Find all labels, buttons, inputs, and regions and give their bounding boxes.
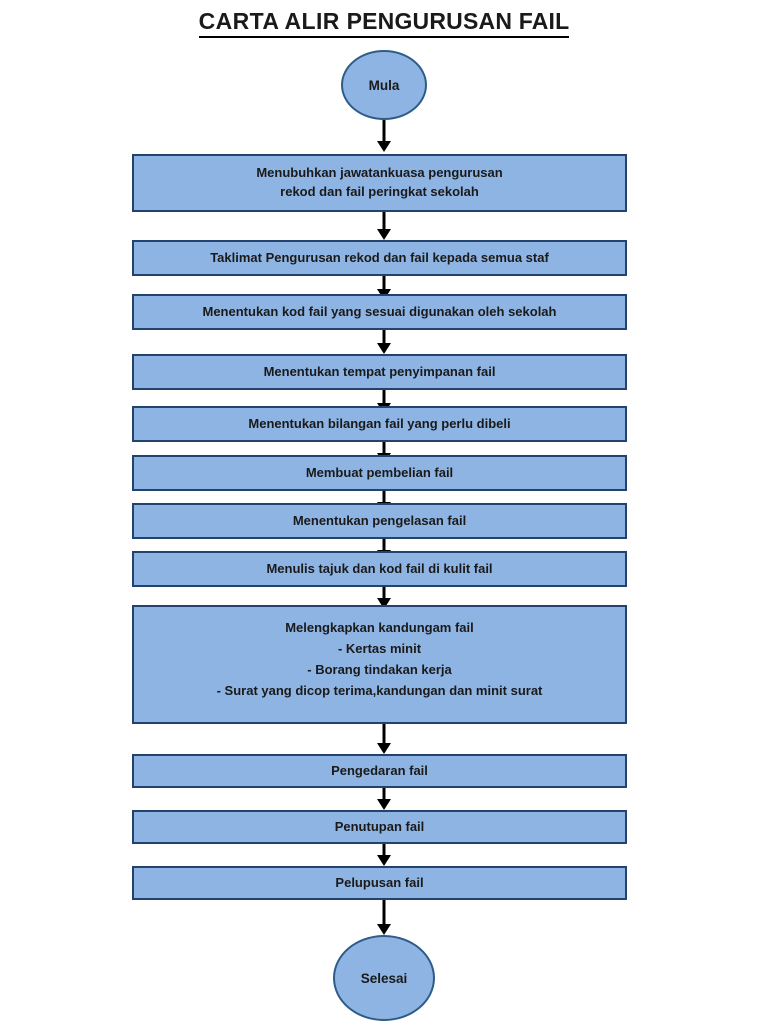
page-title-part1: CARTA ALIR — [198, 8, 347, 34]
process-box-11-line-1: Penutupan fail — [334, 818, 425, 834]
process-box-12-line-1: Pelupusan fail — [335, 874, 424, 890]
arrow-shaft — [382, 330, 386, 343]
connector-arrow-11 — [376, 788, 392, 810]
arrow-shaft — [382, 539, 386, 550]
page-title-underline: CARTA ALIR PENGURUSAN FAIL — [198, 8, 570, 38]
process-box-2[interactable]: Taklimat Pengurusan rekod dan fail kepad… — [132, 240, 627, 276]
process-box-9-line-1: Melengkapkan kandungam fail — [285, 620, 474, 635]
arrow-shaft — [382, 844, 386, 855]
arrow-head — [377, 799, 391, 810]
process-box-3-line-1: Menentukan kod fail yang sesuai digunaka… — [202, 303, 557, 319]
process-box-1-line-2: rekod dan fail peringkat sekolah — [280, 184, 479, 199]
page-title-part2: PENGURUSAN FAIL — [346, 8, 570, 34]
connector-arrow-4 — [376, 330, 392, 354]
node-start-mula[interactable]: Mula — [341, 50, 427, 120]
connector-arrow-10 — [376, 724, 392, 754]
arrow-shaft — [382, 587, 386, 598]
arrow-head — [377, 343, 391, 354]
arrow-head — [377, 598, 391, 609]
arrow-shaft — [382, 724, 386, 743]
process-box-9-line-2: - Kertas minit — [337, 641, 422, 657]
connector-arrow-13 — [376, 900, 392, 935]
process-box-6[interactable]: Membuat pembelian fail — [132, 455, 627, 491]
process-box-12[interactable]: Pelupusan fail — [132, 866, 627, 900]
arrow-shaft — [382, 442, 386, 453]
process-box-8[interactable]: Menulis tajuk dan kod fail di kulit fail — [132, 551, 627, 587]
arrow-shaft — [382, 788, 386, 799]
process-box-1-line-1: Menubuhkan jawatankuasa pengurusan — [256, 165, 503, 181]
arrow-shaft — [382, 212, 386, 229]
process-box-8-line-1: Menulis tajuk dan kod fail di kulit fail — [266, 560, 493, 576]
arrow-shaft — [382, 390, 386, 403]
process-box-5-line-1: Menentukan bilangan fail yang perlu dibe… — [248, 415, 511, 431]
node-end-label: Selesai — [360, 970, 408, 986]
process-box-2-line-1: Taklimat Pengurusan rekod dan fail kepad… — [210, 249, 549, 265]
process-box-4-line-1: Menentukan tempat penyimpanan fail — [263, 363, 496, 379]
process-box-3[interactable]: Menentukan kod fail yang sesuai digunaka… — [132, 294, 627, 330]
arrow-head — [377, 924, 391, 935]
process-box-5[interactable]: Menentukan bilangan fail yang perlu dibe… — [132, 406, 627, 442]
connector-arrow-9 — [376, 587, 392, 609]
process-box-1[interactable]: Menubuhkan jawatankuasa pengurusan rekod… — [132, 154, 627, 212]
process-box-10[interactable]: Pengedaran fail — [132, 754, 627, 788]
process-box-6-line-1: Membuat pembelian fail — [305, 464, 454, 480]
connector-arrow-1 — [376, 120, 392, 152]
arrow-head — [377, 743, 391, 754]
page-title: CARTA ALIR PENGURUSAN FAIL — [0, 8, 768, 38]
process-box-7[interactable]: Menentukan pengelasan fail — [132, 503, 627, 539]
arrow-shaft — [382, 276, 386, 289]
connector-arrow-2 — [376, 212, 392, 240]
process-box-9-line-4: - Surat yang dicop terima,kandungan dan … — [216, 683, 543, 699]
node-end-selesai[interactable]: Selesai — [333, 935, 435, 1021]
arrow-shaft — [382, 120, 386, 141]
arrow-head — [377, 229, 391, 240]
node-start-label: Mula — [368, 77, 400, 93]
process-box-4[interactable]: Menentukan tempat penyimpanan fail — [132, 354, 627, 390]
arrow-shaft — [382, 491, 386, 502]
process-box-10-line-1: Pengedaran fail — [331, 762, 428, 778]
process-box-9[interactable]: Melengkapkan kandungam fail - Kertas min… — [132, 605, 627, 724]
arrow-head — [377, 141, 391, 152]
arrow-shaft — [382, 900, 386, 924]
process-box-9-line-3: - Borang tindakan kerja — [307, 662, 452, 678]
connector-arrow-12 — [376, 844, 392, 866]
process-box-7-line-1: Menentukan pengelasan fail — [292, 512, 467, 528]
arrow-head — [377, 855, 391, 866]
process-box-11[interactable]: Penutupan fail — [132, 810, 627, 844]
